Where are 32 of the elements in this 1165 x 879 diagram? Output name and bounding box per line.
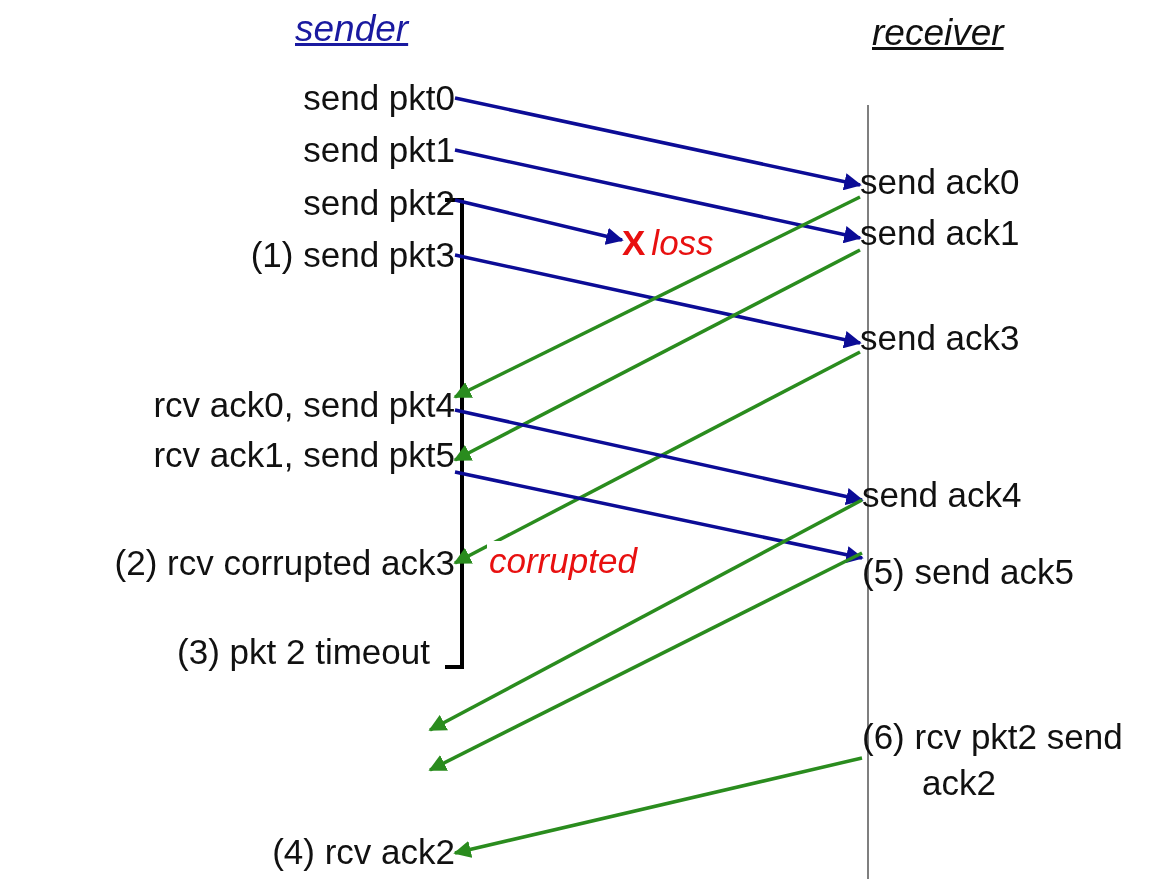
event-text: send ack3 (860, 316, 1020, 360)
message-arrow (454, 408, 864, 506)
event-text: send ack0 (860, 160, 1020, 204)
event-text: (6) rcv pkt2 send ack2 (862, 714, 1124, 806)
event-text: (5) send ack5 (862, 550, 1075, 594)
message-arrow (454, 96, 862, 191)
message-arrow (453, 756, 863, 858)
event-text: rcv ack1, send pkt5 (153, 433, 455, 477)
message-arrow (428, 551, 863, 772)
message-arrow (428, 498, 863, 732)
event-text: (4) rcv ack2 (272, 830, 455, 874)
event-text: send pkt2 (303, 181, 455, 225)
message-arrow (453, 350, 861, 565)
message-arrow (453, 248, 861, 462)
event-text: send ack4 (862, 473, 1022, 517)
event-text: send pkt1 (303, 128, 455, 172)
message-arrow (454, 253, 862, 349)
message-arrow (454, 198, 624, 245)
message-arrow (454, 148, 862, 244)
cross-mark: X (622, 223, 646, 263)
loss-text: loss (651, 223, 714, 263)
message-arrow (453, 195, 861, 399)
edge-label: corrupted (487, 541, 639, 581)
event-text: (1) send pkt3 (250, 233, 455, 277)
message-arrow (454, 470, 864, 564)
event-text: (2) rcv corrupted ack3 (114, 541, 455, 585)
column-heading: sender (295, 8, 409, 50)
event-text: send ack1 (860, 211, 1020, 255)
event-text: (3) pkt 2 timeout (177, 630, 430, 674)
event-text: send pkt0 (303, 76, 455, 120)
column-heading: receiver (872, 12, 1004, 54)
event-text: rcv ack0, send pkt4 (153, 383, 455, 427)
